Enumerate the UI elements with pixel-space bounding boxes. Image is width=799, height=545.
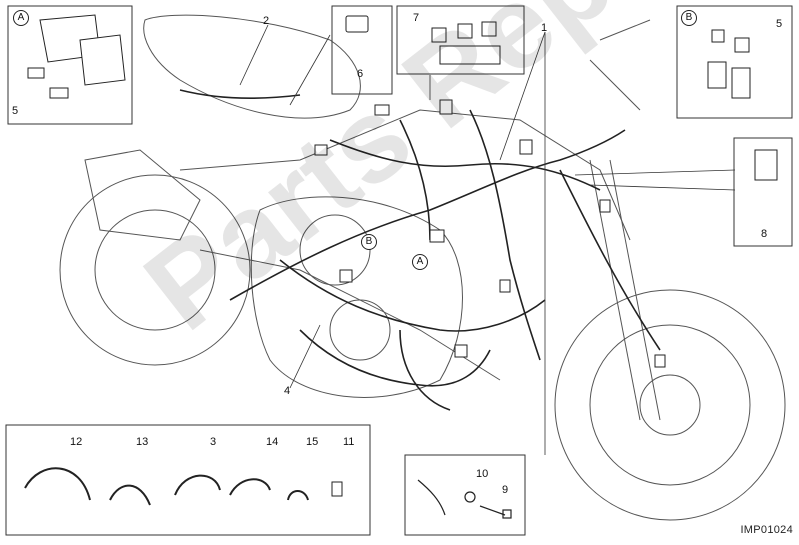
- marker-a-bike: A: [412, 254, 428, 270]
- callout-12: 12: [70, 436, 83, 448]
- clamp-14: [229, 478, 271, 496]
- clamp-13: [109, 484, 151, 506]
- callout-7: 7: [413, 12, 420, 24]
- exhaust: [84, 149, 201, 241]
- connector: [499, 279, 511, 293]
- connector: [314, 144, 328, 156]
- inset-b-box: [676, 5, 793, 119]
- inset-a-box: [7, 5, 133, 125]
- clamp-12: [24, 467, 91, 501]
- connector: [454, 344, 468, 358]
- engine: [250, 196, 463, 398]
- clamp-3: [174, 474, 221, 496]
- frame: [179, 109, 631, 241]
- clip-11: [331, 481, 343, 497]
- fork: [589, 159, 641, 421]
- callout-11: 11: [343, 436, 355, 448]
- inset-8-box: [733, 137, 793, 247]
- marker-b-bike: B: [361, 234, 377, 250]
- connector: [374, 104, 390, 116]
- callout-2: 2: [263, 15, 270, 27]
- inset-7-box: [396, 5, 525, 75]
- connector: [439, 99, 453, 115]
- connector: [429, 229, 445, 243]
- marker-a-box: A: [13, 10, 29, 26]
- callout-5b: 5: [776, 18, 783, 30]
- callout-15: 15: [306, 436, 319, 448]
- callout-1: 1: [541, 22, 548, 34]
- callout-10: 10: [476, 468, 489, 480]
- main-harness: [229, 129, 626, 301]
- callout-4: 4: [284, 385, 291, 397]
- callout-6: 6: [357, 68, 364, 80]
- inset-6-box: [331, 5, 393, 95]
- connector: [519, 139, 533, 155]
- connector: [339, 269, 353, 283]
- rear-wheel: [59, 174, 251, 366]
- drawing-code: IMP01024: [740, 524, 793, 536]
- callout-14: 14: [266, 436, 279, 448]
- front-wheel: [554, 289, 786, 521]
- marker-b-box: B: [681, 10, 697, 26]
- fuel-tank: [143, 14, 361, 119]
- connector: [654, 354, 666, 368]
- callout-5a: 5: [12, 105, 19, 117]
- callout-3: 3: [210, 436, 217, 448]
- inset-bolt-box: [404, 454, 526, 536]
- callout-8: 8: [761, 228, 768, 240]
- connector: [599, 199, 611, 213]
- callout-9: 9: [502, 484, 509, 496]
- callout-13: 13: [136, 436, 149, 448]
- inset-clamps-box: [5, 424, 371, 536]
- clamp-15: [287, 490, 309, 501]
